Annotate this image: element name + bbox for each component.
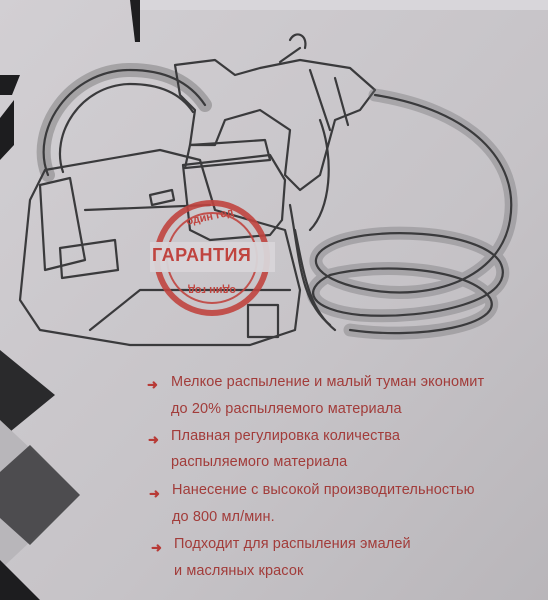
left-arrow-graphic-2 [0, 100, 14, 160]
left-diagonal-shape [0, 350, 55, 440]
left-arrow-graphic [0, 75, 20, 95]
feature-1-line-2: до 20% распыляемого материала [171, 401, 402, 417]
feature-4-line-1: Подходит для распыления эмалей [174, 536, 411, 552]
feature-4-line-2: и масляных красок [174, 563, 304, 579]
feature-1-line-1: Мелкое распыление и малый туман экономит [171, 374, 485, 390]
paint-sprayer-illustration [18, 33, 518, 347]
left-diagonal-shape-4 [0, 560, 40, 600]
arrow-right-icon: ➜ [149, 486, 160, 501]
arrow-right-icon: ➜ [147, 377, 158, 392]
stamp-main-text: ГАРАНТИЯ [152, 245, 252, 265]
arrow-right-icon: ➜ [151, 540, 162, 555]
box-top-dark-panel [130, 0, 140, 42]
warranty-stamp [150, 200, 275, 316]
arrow-right-icon: ➜ [148, 432, 159, 447]
feature-3-line-1: Нанесение с высокой производительностью [172, 482, 475, 498]
feature-3-line-2: до 800 мл/мин. [172, 509, 275, 525]
box-top-light-edge [140, 0, 548, 10]
feature-2-line-2: распыляемого материала [171, 454, 348, 470]
left-diagonal-shape-3 [0, 445, 80, 545]
feature-2-line-1: Плавная регулировка количества [171, 428, 401, 444]
